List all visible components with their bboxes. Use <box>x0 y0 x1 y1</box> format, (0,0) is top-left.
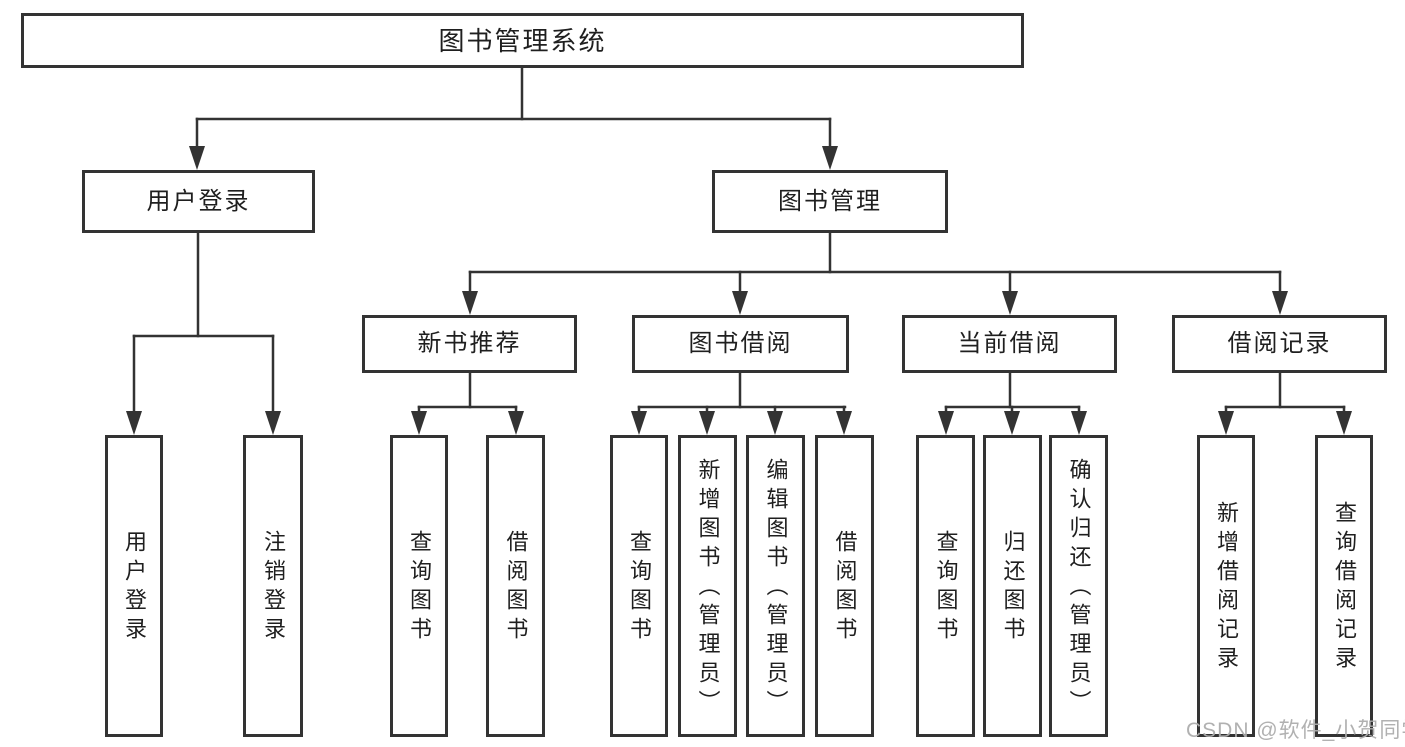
node-new-book-recommend: 新书推荐 <box>362 315 577 373</box>
node-current-borrow: 当前借阅 <box>902 315 1117 373</box>
leaf-add-borrow-record: 新增借阅记录 <box>1197 435 1255 737</box>
node-user-login: 用户登录 <box>82 170 315 233</box>
node-book-borrow: 图书借阅 <box>632 315 849 373</box>
leaf-add-books-admin: 新增图书（管理员） <box>678 435 737 737</box>
leaf-confirm-return-admin: 确认归还（管理员） <box>1049 435 1108 737</box>
leaf-return-books: 归还图书 <box>983 435 1042 737</box>
leaf-query-books: 查询图书 <box>916 435 975 737</box>
leaf-query-books: 查询图书 <box>610 435 668 737</box>
leaf-borrow-books: 借阅图书 <box>815 435 874 737</box>
leaf-logout: 注销登录 <box>243 435 303 737</box>
node-library-system: 图书管理系统 <box>21 13 1024 68</box>
leaf-user-login: 用户登录 <box>105 435 163 737</box>
csdn-watermark: CSDN @软件_小贺同学 <box>1186 719 1405 742</box>
node-book-management: 图书管理 <box>712 170 948 233</box>
leaf-edit-books-admin: 编辑图书（管理员） <box>746 435 805 737</box>
leaf-query-borrow-record: 查询借阅记录 <box>1315 435 1373 737</box>
leaf-query-books: 查询图书 <box>390 435 448 737</box>
arrowheads <box>126 146 1352 435</box>
node-borrow-records: 借阅记录 <box>1172 315 1387 373</box>
leaf-borrow-books: 借阅图书 <box>486 435 545 737</box>
